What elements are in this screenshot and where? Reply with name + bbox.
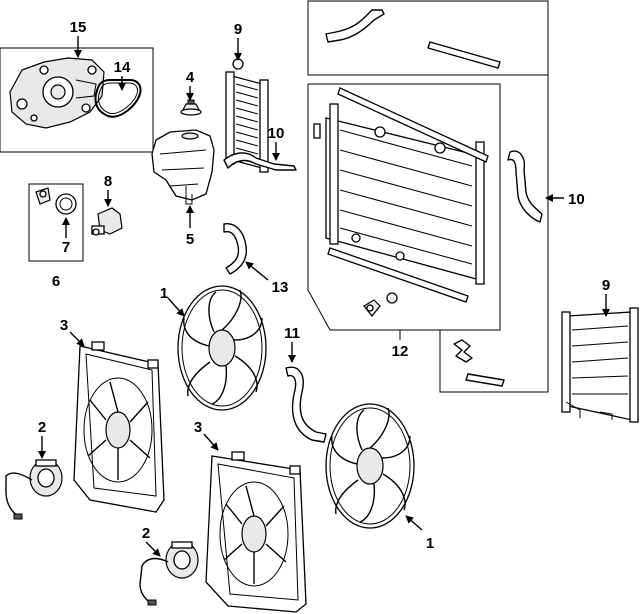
callout-2-lower: 2 [142, 525, 150, 542]
lower-hose [427, 41, 501, 69]
cooling-fan-upper [177, 285, 267, 411]
reservoir-cap [180, 99, 202, 116]
callout-13: 13 [272, 279, 289, 296]
coolant-reservoir [151, 129, 215, 205]
fan-motor-lower [139, 541, 199, 606]
pump-gasket [94, 79, 142, 118]
callout-12: 12 [392, 343, 409, 360]
callout-3-upper: 3 [60, 317, 68, 334]
group-box-15 [0, 47, 154, 153]
o-ring [386, 292, 398, 304]
cooling-fan-lower [325, 403, 415, 529]
callout-4: 4 [186, 69, 195, 86]
callout-9-upper: 9 [234, 21, 242, 38]
fan-shroud-upper [73, 341, 165, 513]
callout-9-right: 9 [602, 277, 610, 294]
callout-5: 5 [186, 231, 194, 248]
callout-3-lower: 3 [194, 419, 202, 436]
small-hose-a [453, 339, 473, 363]
small-hose-b [465, 373, 505, 387]
callout-8: 8 [104, 173, 112, 190]
radiator-hose-13 [223, 223, 248, 275]
callout-1-upper: 1 [160, 285, 168, 302]
arrow-1b [405, 515, 423, 531]
arrow-1a [167, 297, 185, 317]
callout-10-upper: 10 [268, 125, 285, 142]
thermostat [35, 187, 77, 215]
callout-7: 7 [62, 239, 70, 256]
drain-plug [363, 299, 381, 317]
callout-14: 14 [114, 59, 131, 76]
upper-hose [325, 9, 385, 43]
radiator [313, 87, 489, 303]
water-pump-group [0, 47, 154, 153]
fan-motor-upper [5, 459, 63, 520]
hose-group-box [307, 0, 549, 76]
temperature-sensor [91, 207, 123, 236]
group-box-6 [28, 183, 84, 262]
ac-pipe-small [223, 152, 297, 171]
water-pump [9, 57, 105, 129]
callout-15: 15 [70, 19, 87, 36]
callout-1-lower: 1 [426, 535, 434, 552]
ac-pipe-right [507, 150, 543, 223]
callout-6: 6 [52, 273, 60, 290]
arrow-3b [203, 433, 219, 451]
group-box-12 [307, 75, 549, 393]
condenser-right [561, 307, 639, 423]
arrow-13 [245, 261, 269, 281]
arrow-3a [69, 331, 85, 347]
callout-11: 11 [284, 325, 300, 342]
lower-hose-11 [285, 366, 327, 443]
fan-shroud-lower [205, 451, 307, 613]
callout-10-right: 10 [568, 191, 585, 208]
callout-2-upper: 2 [38, 419, 46, 436]
arrow-2b [145, 541, 161, 557]
